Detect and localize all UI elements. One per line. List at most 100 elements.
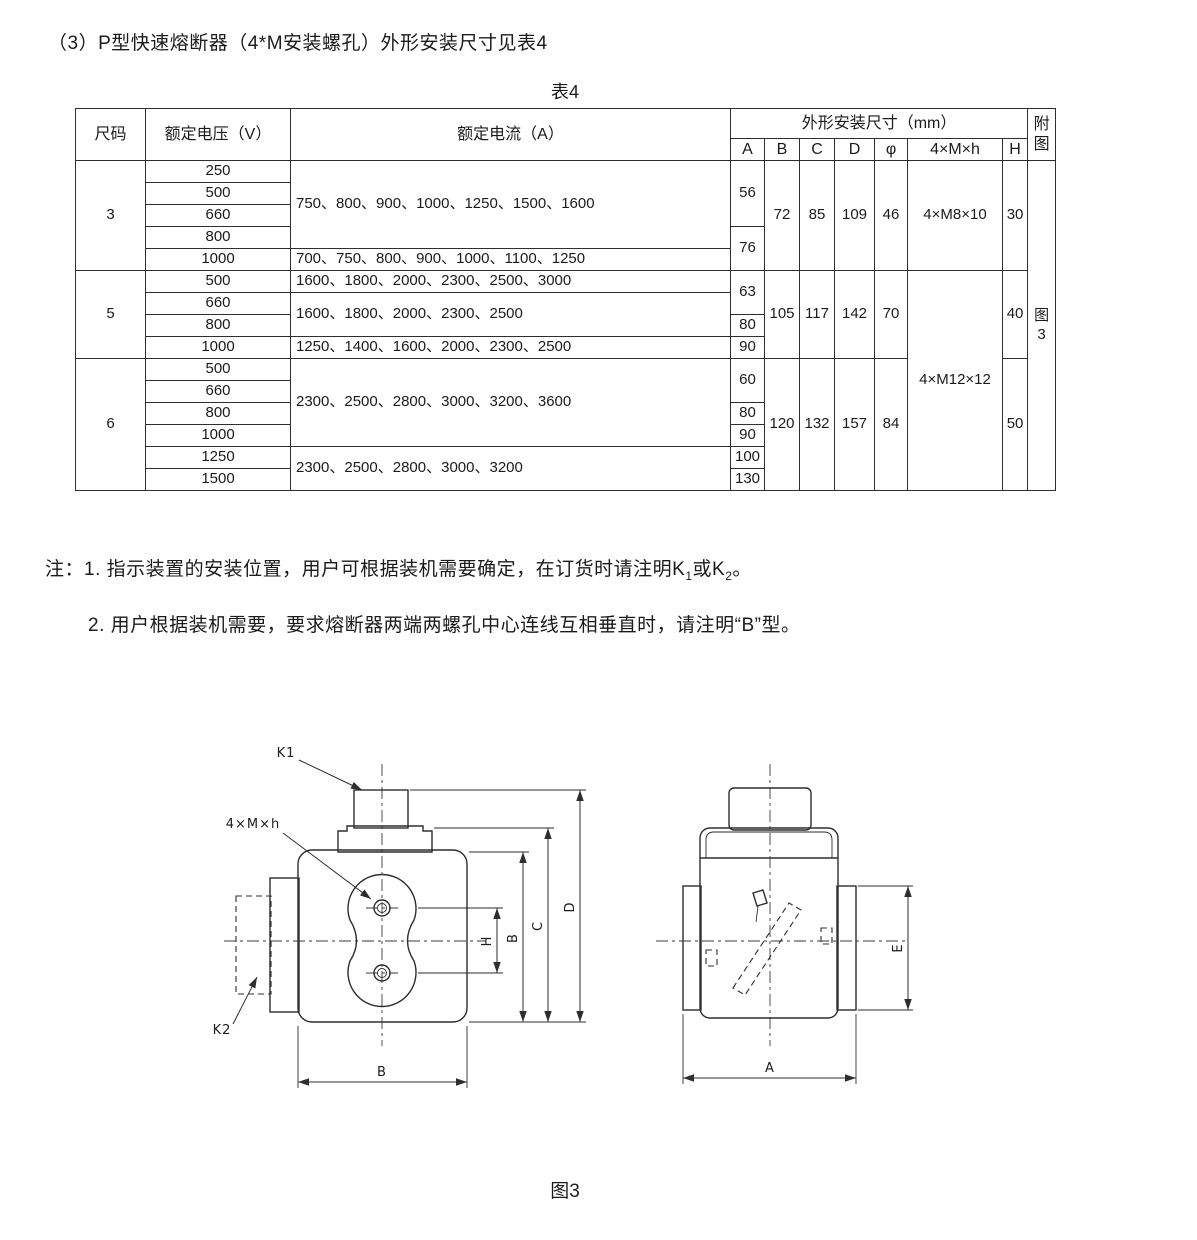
dim-c-cell: 132: [799, 358, 835, 491]
header-col-a: A: [730, 138, 765, 161]
table-row: 1000 700、750、800、900、1000、1100、1250: [76, 248, 1056, 271]
front-view: K1 4×M×h K2 H B C D B: [213, 746, 586, 1088]
table-header-row-1: 尺码 额定电压（V） 额定电流（A） 外形安装尺寸（mm） 附图: [75, 108, 1057, 161]
voltage-cell: 500: [145, 182, 291, 205]
note-1: 注：1. 指示装置的安装位置，用户可根据装机需要确定，在订货时请注明K1或K2。: [45, 559, 752, 583]
table-row: 5 500 1600、1800、2000、2300、2500、3000 63 1…: [75, 270, 1056, 491]
mount-holes-label: 4×M×h: [226, 817, 281, 832]
dim-b-cell: 72: [764, 160, 800, 271]
dim-phi-cell: 70: [874, 270, 908, 359]
left-flange: [682, 885, 702, 1011]
voltage-cell: 1250: [145, 446, 291, 469]
dim-b-cell: 105: [764, 270, 800, 359]
current-cell: 1600、1800、2000、2300、2500: [290, 292, 731, 337]
fuse-body-side: [699, 827, 839, 1019]
dim-a-label: A: [765, 1061, 775, 1076]
dimension-table: 尺码 额定电压（V） 额定电流（A） 外形安装尺寸（mm） 附图 A B C D…: [75, 108, 1057, 491]
dim-d-cell: 109: [834, 160, 875, 271]
table-row: 6 500 2300、2500、2800、3000、3200、3600 60 1…: [75, 358, 1056, 491]
voltage-cell: 1000: [145, 336, 291, 359]
dim-d-cell: 157: [834, 358, 875, 491]
indicator-cap: [353, 789, 409, 829]
installation-drawing: K1 4×M×h K2 H B C D B: [213, 746, 913, 1088]
dim-b-bottom-label: B: [377, 1065, 387, 1080]
size-cell: 6: [75, 358, 146, 491]
note-2: 2. 用户根据装机需要，要求熔断器两端两螺孔中心连线互相垂直时，请注明“B”型。: [88, 615, 801, 636]
dim-c-cell: 85: [799, 160, 835, 271]
inner-plate: [705, 831, 833, 858]
table-row: 800 80: [76, 402, 1056, 425]
voltage-cell: 800: [145, 402, 291, 425]
header-figure: 附图: [1027, 108, 1057, 161]
dimension-lines: [298, 790, 584, 1086]
header-col-mxh: 4×M×h: [907, 138, 1003, 161]
k2-alt-position: [235, 895, 272, 995]
dim-h-cell: 30: [1001, 160, 1029, 271]
header-col-phi: φ: [874, 138, 908, 161]
voltage-cell: 660: [145, 380, 291, 403]
dim-a-cell: 90: [730, 424, 765, 447]
centerlines: [656, 764, 906, 1046]
section-heading: （3）P型快速熔断器（4*M安装螺孔）外形安装尺寸见表4: [48, 33, 548, 54]
dim-phi-cell: 84: [874, 358, 908, 491]
side-view: E A: [656, 764, 913, 1084]
voltage-cell: 1500: [145, 468, 291, 491]
table-row: 1500 130: [76, 468, 1056, 491]
right-flange: [836, 885, 857, 1011]
dim-c-cell: 117: [799, 270, 835, 359]
header-col-c: C: [799, 138, 835, 161]
dim-a-cell: 80: [730, 314, 765, 337]
dim-a-cell: 80: [730, 402, 765, 425]
current-cell: 1600、1800、2000、2300、2500、3000: [290, 270, 731, 293]
extension-lines: [682, 885, 913, 1084]
header-col-d: D: [834, 138, 875, 161]
voltage-cell: 500: [145, 270, 291, 293]
centerlines: [224, 764, 486, 1046]
k2-label: K2: [213, 1023, 232, 1038]
dim-a-cell: 100: [730, 446, 765, 469]
voltage-cell: 1000: [145, 424, 291, 447]
top-plate: [337, 825, 433, 853]
current-cell: 1250、1400、1600、2000、2300、2500: [290, 336, 731, 359]
voltage-cell: 660: [145, 204, 291, 227]
dim-b-cell: 120: [764, 358, 800, 491]
k1-label: K1: [277, 746, 296, 761]
hidden-fuse-element: [705, 889, 833, 996]
voltage-cell: 250: [145, 160, 291, 183]
dim-h-label: H: [480, 936, 495, 947]
table-title: 表4: [550, 82, 579, 102]
note-1-sub1: 1: [685, 568, 693, 583]
mxh-cell: 4×M8×10: [907, 160, 1003, 271]
dim-a-cell: 90: [730, 336, 765, 359]
mount-boss-outline: [347, 873, 417, 1008]
table-row: 800 76: [76, 226, 1056, 271]
dim-d-cell: 142: [834, 270, 875, 359]
dim-phi-cell: 46: [874, 160, 908, 271]
dim-a-cell: 56: [730, 160, 765, 227]
header-current: 额定电流（A）: [290, 108, 731, 161]
dim-e-label: E: [891, 943, 906, 952]
mount-holes: [373, 899, 391, 982]
dim-a-cell: 63: [730, 270, 765, 315]
dim-h-cell: 40: [1001, 270, 1029, 359]
dim-a-cell: 76: [730, 226, 765, 271]
table-row: 660 1600、1800、2000、2300、2500: [76, 292, 1056, 337]
note-1-text: 1. 指示装置的安装位置，用户可根据装机需要确定，在订货时请注明K: [84, 559, 686, 580]
dim-c-label: C: [531, 921, 546, 931]
current-cell: 750、800、900、1000、1250、1500、1600: [290, 160, 731, 249]
leader-lines: [232, 759, 372, 1025]
mxh-cell: 4×M12×12: [907, 270, 1003, 491]
size-cell: 5: [75, 270, 146, 359]
header-col-b: B: [764, 138, 800, 161]
side-terminal: [269, 877, 300, 1013]
table-row: 1000 1250、1400、1600、2000、2300、2500 90: [76, 336, 1056, 359]
dim-a-cell: 130: [730, 468, 765, 491]
table-row: 1250 2300、2500、2800、3000、3200 100: [76, 446, 1056, 491]
header-col-h: H: [1001, 138, 1029, 161]
notes-label: 注：: [45, 559, 85, 580]
table-row: 3 250 750、800、900、1000、1250、1500、1600 56…: [75, 160, 1057, 491]
voltage-cell: 800: [145, 226, 291, 249]
voltage-cell: 800: [145, 314, 291, 337]
dim-b-side-label: B: [506, 933, 521, 943]
